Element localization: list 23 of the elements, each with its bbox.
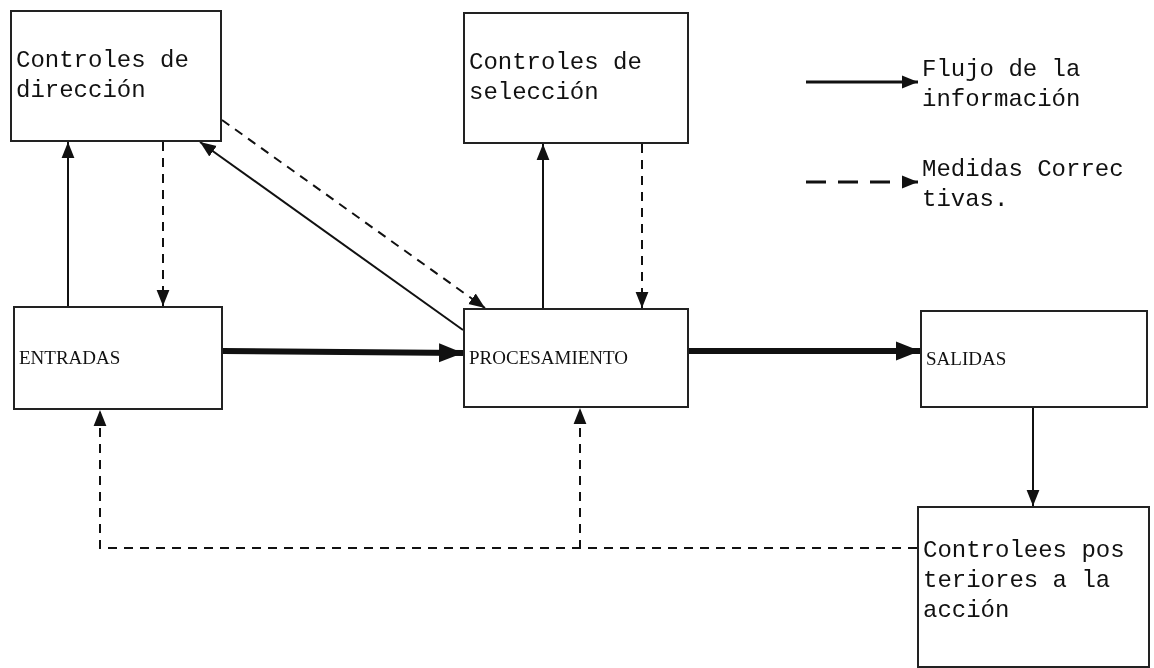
box-label: SALIDAS [926, 347, 1008, 371]
legend-label: Flujo de la información [922, 55, 1082, 115]
arrow [61, 141, 75, 307]
process-box [917, 506, 1150, 668]
arrow [156, 141, 170, 307]
legend-label: Medidas Correc tivas. [922, 155, 1125, 215]
arrow [689, 341, 920, 361]
process-box [10, 10, 222, 142]
box-label: Controles de dirección [16, 46, 190, 106]
process-box [463, 12, 689, 144]
arrow [1026, 407, 1040, 507]
arrow [199, 141, 464, 331]
process-box [13, 306, 223, 410]
box-label: Controles de selección [469, 48, 643, 108]
arrow [222, 343, 464, 363]
box-label: Controlees pos teriores a la acción [923, 536, 1126, 626]
process-box [920, 310, 1148, 408]
box-label: ENTRADAS [19, 346, 122, 370]
arrow [221, 119, 486, 309]
arrow [536, 143, 550, 309]
arrow [635, 143, 649, 309]
process-box [463, 308, 689, 408]
box-label: PROCESAMIENTO [469, 346, 630, 370]
